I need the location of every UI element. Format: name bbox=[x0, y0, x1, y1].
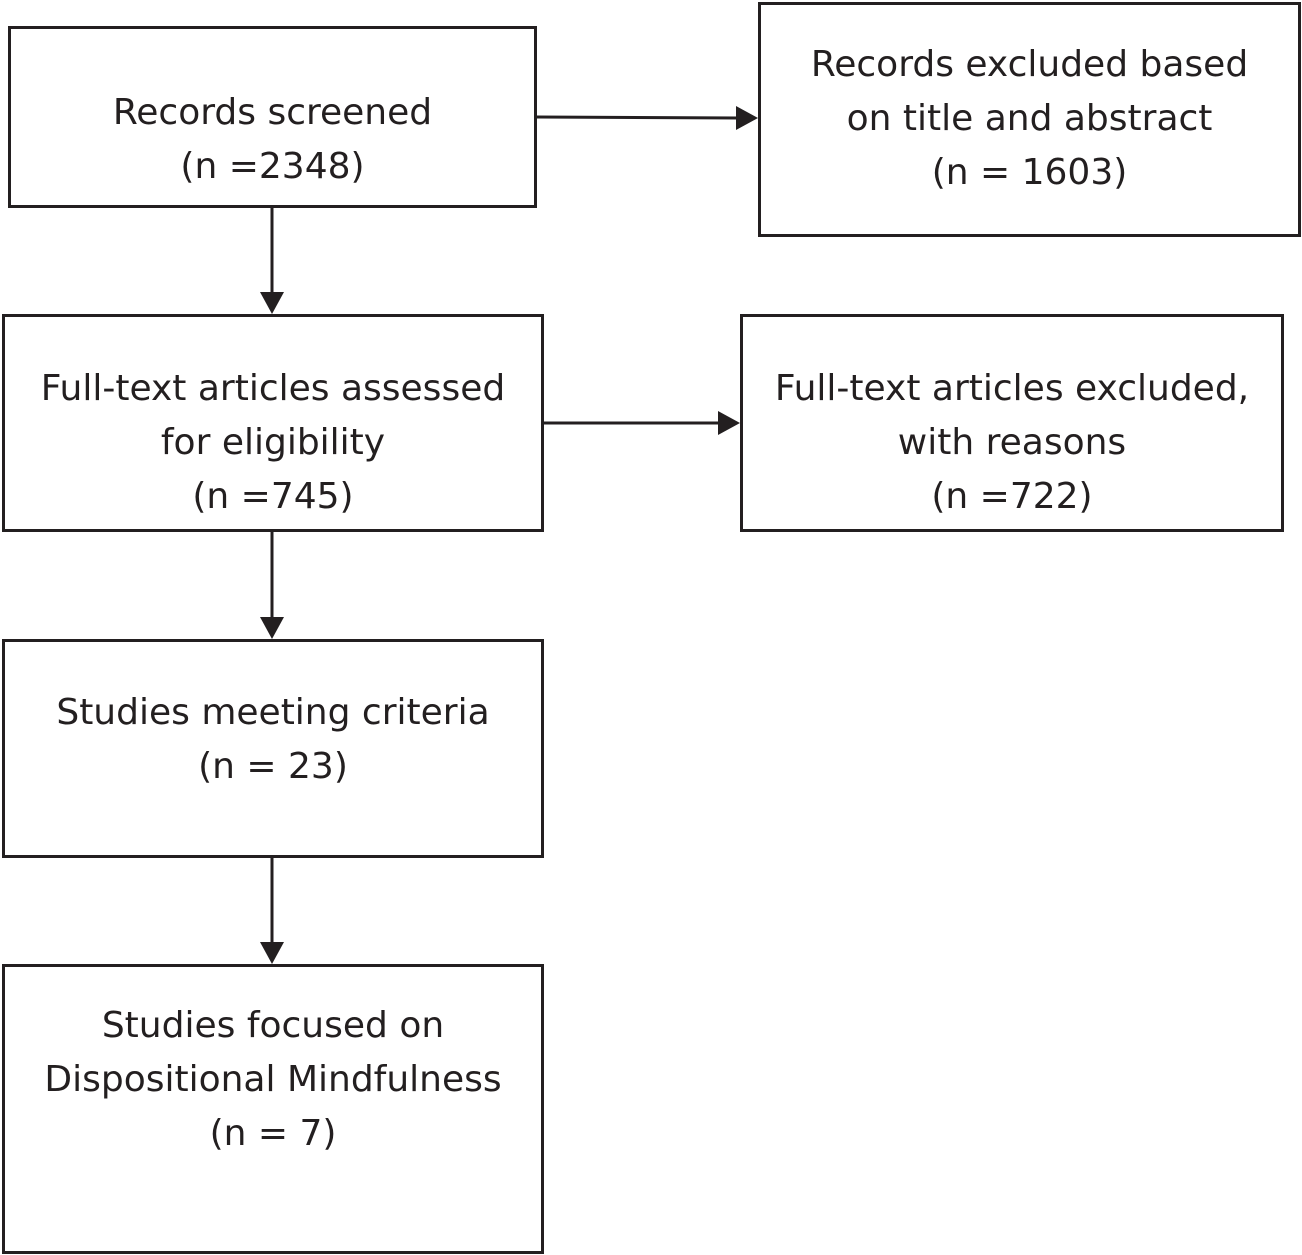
fulltext-excluded-label-line1: Full-text articles excluded, bbox=[774, 368, 1250, 409]
studies-focused-box: Studies focused on Dispositional Mindful… bbox=[2, 964, 544, 1254]
records-screened-count: (n =2348) bbox=[180, 146, 365, 187]
fulltext-excluded-label-line2: with reasons bbox=[897, 422, 1127, 463]
studies-focused-count: (n = 7) bbox=[209, 1113, 337, 1154]
arrow-screened-to-fulltext bbox=[260, 208, 284, 314]
studies-meeting-label: Studies meeting criteria bbox=[56, 692, 490, 733]
fulltext-excluded-count: (n =722) bbox=[931, 476, 1093, 517]
fulltext-assessed-box: Full-text articles assessed for eligibil… bbox=[2, 314, 544, 532]
records-excluded-box: Records excluded based on title and abst… bbox=[758, 2, 1301, 237]
studies-meeting-count: (n = 23) bbox=[198, 746, 348, 787]
records-screened-label: Records screened bbox=[112, 92, 433, 133]
records-excluded-count: (n = 1603) bbox=[931, 152, 1128, 193]
records-screened-box: Records screened (n =2348) bbox=[8, 26, 537, 208]
arrow-meeting-to-focused bbox=[260, 858, 284, 964]
studies-focused-label-line2: Dispositional Mindfulness bbox=[44, 1059, 502, 1100]
fulltext-assessed-count: (n =745) bbox=[192, 476, 354, 517]
arrow-screened-to-excluded bbox=[536, 106, 758, 130]
studies-focused-label-line1: Studies focused on bbox=[101, 1005, 445, 1046]
arrow-fulltext-to-excluded bbox=[544, 411, 740, 435]
records-excluded-label-line2: on title and abstract bbox=[846, 98, 1213, 139]
records-excluded-label-line1: Records excluded based bbox=[810, 44, 1249, 85]
fulltext-assessed-label-line1: Full-text articles assessed bbox=[40, 368, 506, 409]
arrow-fulltext-to-meeting bbox=[260, 532, 284, 639]
studies-meeting-box: Studies meeting criteria (n = 23) bbox=[2, 639, 544, 858]
fulltext-assessed-label-line2: for eligibility bbox=[160, 422, 386, 463]
fulltext-excluded-box: Full-text articles excluded, with reason… bbox=[740, 314, 1284, 532]
